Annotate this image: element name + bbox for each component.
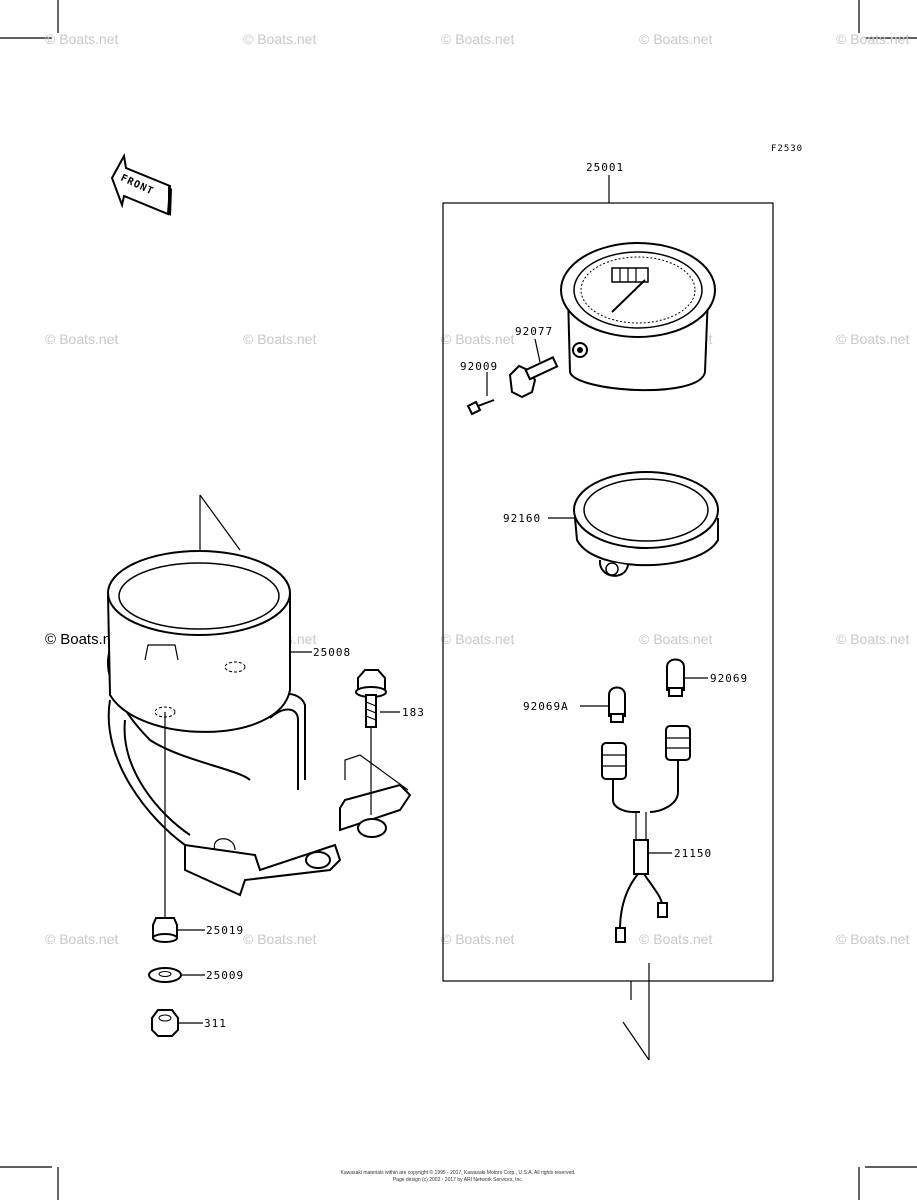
label-92160: 92160	[503, 512, 541, 525]
watermark: © Boats.net	[836, 931, 909, 947]
watermark: © Boats.net	[836, 31, 909, 47]
watermark: © Boats.net	[45, 31, 118, 47]
watermark: © Boats.net	[45, 631, 124, 648]
watermarks: © Boats.net © Boats.net © Boats.net © Bo…	[45, 31, 909, 947]
watermark: © Boats.net	[836, 331, 909, 347]
bulb: 92069	[666, 658, 748, 697]
label-25019: 25019	[206, 924, 244, 937]
bulb-a: 92069A	[523, 686, 626, 723]
front-arrow-icon: FRONT	[110, 152, 172, 216]
meter-bracket: 25008	[107, 550, 412, 920]
label-183: 183	[402, 706, 425, 719]
watermark: © Boats.net	[441, 931, 514, 947]
label-25008: 25008	[313, 646, 351, 659]
assembly-box: 25001	[442, 161, 774, 1000]
label-311: 311	[204, 1017, 227, 1030]
footer-copyright: Kawasaki materials within are copyright …	[341, 1169, 576, 1176]
watermark: © Boats.net	[45, 931, 118, 947]
bolt: 183	[355, 669, 425, 815]
watermark: © Boats.net	[441, 331, 514, 347]
watermark: © Boats.net	[836, 631, 909, 647]
label-25009: 25009	[206, 969, 244, 982]
watermark: © Boats.net	[441, 31, 514, 47]
watermark: © Boats.net	[243, 331, 316, 347]
label-25001: 25001	[586, 161, 624, 174]
label-92077: 92077	[515, 325, 553, 338]
wire-harness: 21150	[601, 725, 712, 943]
watermark: © Boats.net	[639, 31, 712, 47]
watermark: © Boats.net	[243, 931, 316, 947]
label-92009: 92009	[460, 360, 498, 373]
figure-code: F2530	[771, 144, 803, 154]
screw: 92009	[460, 360, 498, 416]
watermark: © Boats.net	[45, 331, 118, 347]
washer: 25009	[148, 967, 244, 983]
cable-gear: 92077	[508, 325, 559, 399]
nut: 311	[151, 1009, 227, 1037]
footer-design: Page design (c) 2002 - 2017 by ARI Netwo…	[393, 1177, 523, 1183]
watermark: © Boats.net	[441, 631, 514, 647]
footer: Kawasaki materials within are copyright …	[341, 1169, 576, 1183]
watermark: © Boats.net	[639, 931, 712, 947]
label-92069: 92069	[710, 672, 748, 685]
label-92069a: 92069A	[523, 700, 569, 713]
meter-ring: 92160	[503, 471, 719, 577]
watermark: © Boats.net	[639, 631, 712, 647]
label-21150: 21150	[674, 847, 712, 860]
speedometer-gauge	[560, 242, 716, 392]
collar: 25019	[152, 917, 244, 943]
watermark: © Boats.net	[243, 31, 316, 47]
